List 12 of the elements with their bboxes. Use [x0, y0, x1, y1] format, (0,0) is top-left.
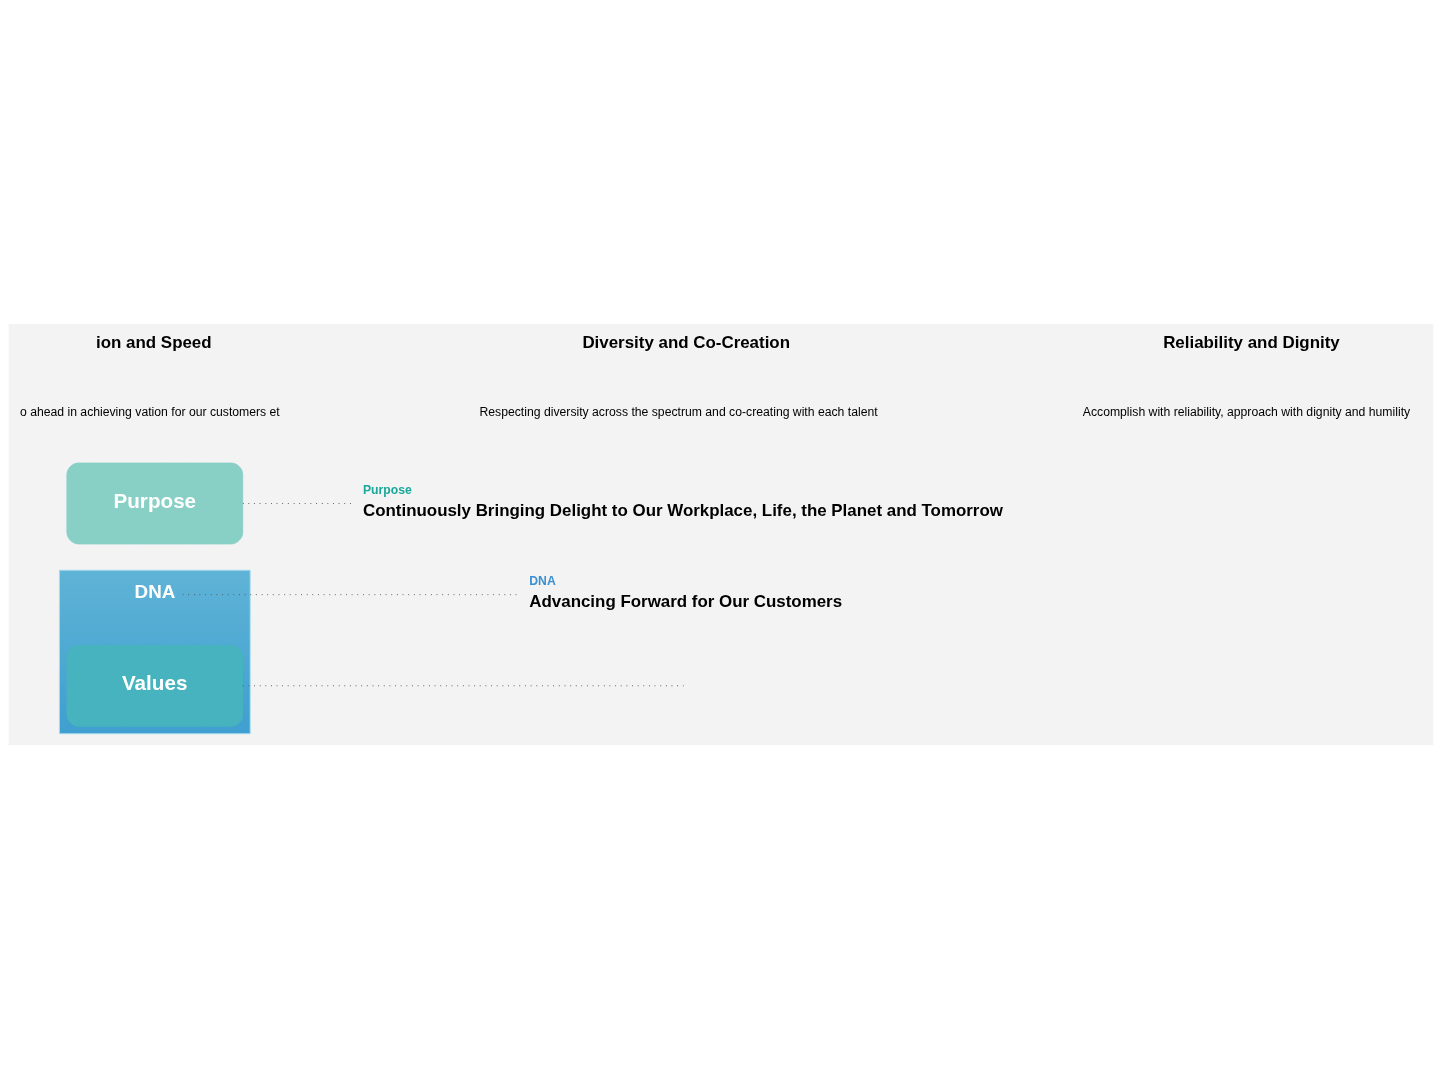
node-box: Purpose: [66, 462, 244, 545]
node-box: Values: [66, 644, 244, 727]
node-text: DNA Advancing Forward for Our Customers: [529, 573, 843, 612]
label: Accomplish with reliability, approach with dignity and humility: [1082, 404, 1411, 419]
label: Reliability and Dignity: [1163, 332, 1340, 352]
label: ion and Speed: [96, 332, 212, 352]
label: Respecting diversity across the spectrum and co-creating with each talent: [479, 404, 878, 419]
cluster: [58, 569, 251, 735]
node-text: Purpose Continuously Bringing Delight to Our Workplace, Life, the Planet and Tomorrow: [362, 482, 1003, 521]
label: o ahead in achieving vation for our customers et: [19, 404, 280, 419]
node-text: DNA: [134, 581, 176, 603]
label: Diversity and Co-Creation: [582, 332, 791, 352]
